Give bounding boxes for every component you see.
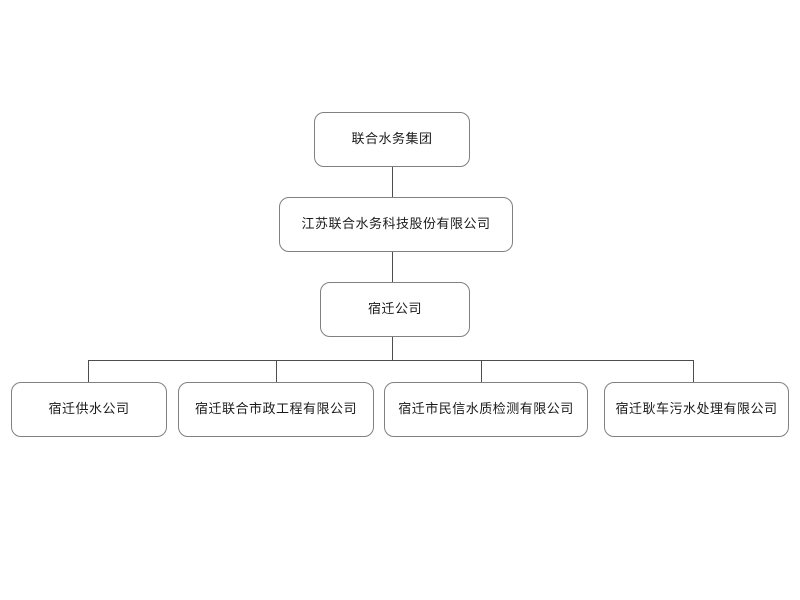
- org-node-water-quality-testing[interactable]: 宿迁市民信水质检测有限公司: [384, 382, 588, 437]
- connector-group-to-jiangsu: [392, 167, 393, 197]
- org-node-group-label: 联合水务集团: [351, 131, 433, 147]
- org-node-water-supply[interactable]: 宿迁供水公司: [11, 382, 167, 437]
- org-node-municipal-engineering[interactable]: 宿迁联合市政工程有限公司: [178, 382, 374, 437]
- connector-horizontal-bus: [88, 360, 693, 361]
- org-node-gengche-sewage[interactable]: 宿迁耿车污水处理有限公司: [604, 382, 789, 437]
- org-node-jiangsu[interactable]: 江苏联合水务科技股份有限公司: [279, 197, 513, 252]
- org-node-water-supply-label: 宿迁供水公司: [48, 401, 130, 417]
- connector-bus-to-water-supply: [88, 360, 89, 382]
- connector-bus-to-municipal-engineering: [276, 360, 277, 382]
- connector-bus-to-water-quality-testing: [481, 360, 482, 382]
- org-node-jiangsu-label: 江苏联合水务科技股份有限公司: [301, 216, 491, 232]
- connector-bus-to-gengche-sewage: [693, 360, 694, 382]
- org-node-municipal-engineering-label: 宿迁联合市政工程有限公司: [194, 401, 357, 417]
- org-node-water-quality-testing-label: 宿迁市民信水质检测有限公司: [398, 401, 574, 417]
- org-node-suqian-label: 宿迁公司: [367, 301, 422, 317]
- org-node-group[interactable]: 联合水务集团: [314, 112, 470, 167]
- org-node-gengche-sewage-label: 宿迁耿车污水处理有限公司: [615, 401, 778, 417]
- connector-jiangsu-to-suqian: [392, 252, 393, 282]
- org-node-suqian[interactable]: 宿迁公司: [320, 282, 470, 337]
- connector-suqian-to-bus: [392, 337, 393, 361]
